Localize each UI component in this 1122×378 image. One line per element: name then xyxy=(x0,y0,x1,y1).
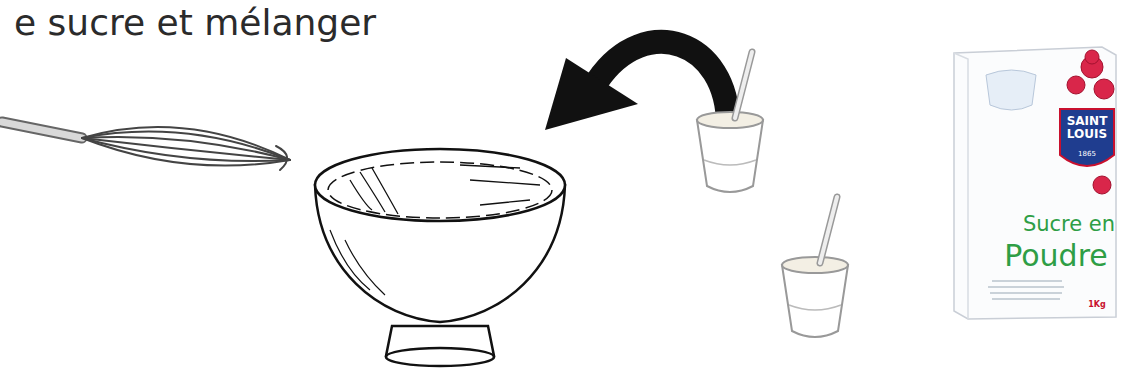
instruction-title: e sucre et mélanger xyxy=(14,2,376,43)
yogurt-pot xyxy=(697,52,763,192)
product-name: Sucre en xyxy=(1022,213,1116,236)
fine-print xyxy=(992,298,1060,299)
raspberry xyxy=(1085,50,1099,64)
whisk xyxy=(2,122,290,170)
brand-shield xyxy=(1060,109,1114,166)
fine-print xyxy=(988,286,1064,287)
sugar-box-artwork xyxy=(952,45,1118,320)
sugar-box: SAINT LOUIS 1865Sucre en Poudre 1Kg xyxy=(952,45,1118,320)
fine-print xyxy=(990,292,1062,293)
product-name: Poudre xyxy=(996,239,1116,272)
raspberry xyxy=(1093,176,1111,194)
yogurt-pot xyxy=(782,197,848,337)
box-outline xyxy=(954,47,1116,319)
bowl xyxy=(315,149,565,366)
raspberry xyxy=(1094,79,1114,99)
package-weight: 1Kg xyxy=(1080,301,1114,309)
box-edge xyxy=(954,53,968,319)
brand-name: SAINT LOUIS xyxy=(1065,115,1109,140)
fine-print xyxy=(992,280,1062,281)
brand-year: 1865 xyxy=(1065,151,1109,158)
raspberry xyxy=(1067,76,1085,94)
sugar-pitcher xyxy=(986,70,1036,110)
